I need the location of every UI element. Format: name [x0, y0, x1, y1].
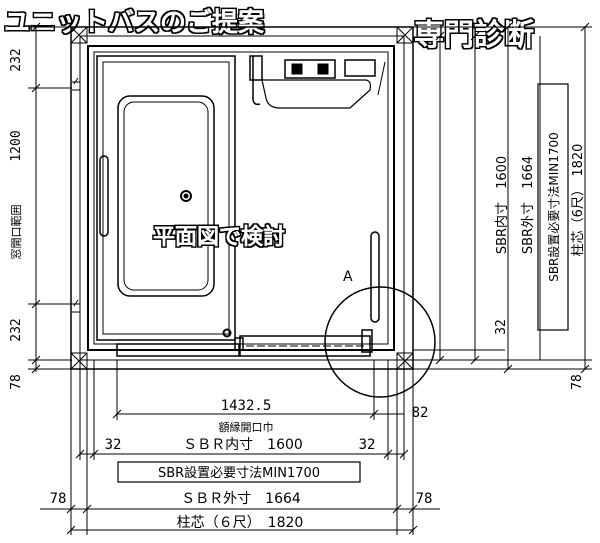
- dim-right-sbr-outer: SBR外寸 1664: [521, 156, 536, 254]
- dim-left-window: 1200: [9, 130, 24, 161]
- dim-bottom-right-clear: 32: [359, 437, 376, 453]
- bathtub: [96, 55, 236, 341]
- banner-title-left: ユニットバスのご提案: [4, 7, 265, 38]
- left-dimension-chain: [28, 22, 72, 374]
- dim-left-edge: 78: [9, 374, 24, 390]
- dim-left-window-label: 窓開口範囲: [9, 205, 23, 260]
- detail-marker-label: A: [343, 269, 353, 285]
- dim-bottom-left-edge: 78: [50, 491, 67, 507]
- right-dimension-chain: [404, 22, 592, 374]
- dim-bottom-right-edge: 78: [416, 491, 433, 507]
- dim-bottom-left-clear: 32: [105, 437, 122, 453]
- dim-left-top: 232: [9, 48, 24, 71]
- dim-right-edge: 78: [570, 374, 585, 390]
- plan-overlay-label: 平面図で検討: [153, 224, 285, 250]
- faucet-unit: [249, 55, 386, 109]
- dim-bottom-frame-opening: 1432.5: [221, 398, 272, 414]
- banner-title-right: 専門診断: [414, 18, 534, 53]
- bottom-dimension-chain: [40, 360, 440, 535]
- dim-right-pillar: 柱芯（6尺） 1820: [571, 144, 586, 257]
- dim-right-sbr-required: SBR設置必要寸法MIN1700: [546, 132, 561, 282]
- dim-bottom-gap: 82: [412, 405, 429, 421]
- detail-circle-a: A: [324, 269, 436, 398]
- door: [116, 329, 373, 357]
- dim-bottom-sbr-inner: ＳＢＲ内寸 1600: [183, 437, 303, 453]
- dim-right-sbr-inner: SBR内寸 1600: [494, 156, 510, 254]
- dim-left-bottom: 232: [9, 318, 24, 341]
- room-frame: [70, 26, 414, 370]
- dim-bottom-sbr-required: SBR設置必要寸法MIN1700: [158, 465, 320, 481]
- dim-right-clear: 32: [494, 319, 509, 335]
- dim-bottom-frame-label: 額縁開口巾: [219, 420, 274, 434]
- dim-bottom-sbr-outer: ＳＢＲ外寸 1664: [181, 491, 301, 507]
- dim-bottom-pillar: 柱芯（６尺） 1820: [177, 515, 304, 531]
- handrail: [370, 231, 380, 323]
